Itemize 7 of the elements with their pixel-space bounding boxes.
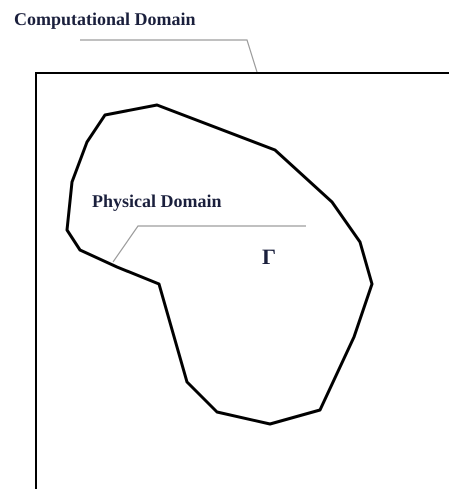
domain-outline: [64, 102, 376, 428]
leader-line: [112, 225, 306, 262]
domain-label: Computational Domain: [14, 8, 196, 31]
domain-label: Physical Domain: [92, 190, 222, 213]
domain-boundary-box: [35, 72, 449, 489]
boundary-symbol: Γ: [262, 244, 276, 270]
leader-line: [80, 39, 258, 72]
